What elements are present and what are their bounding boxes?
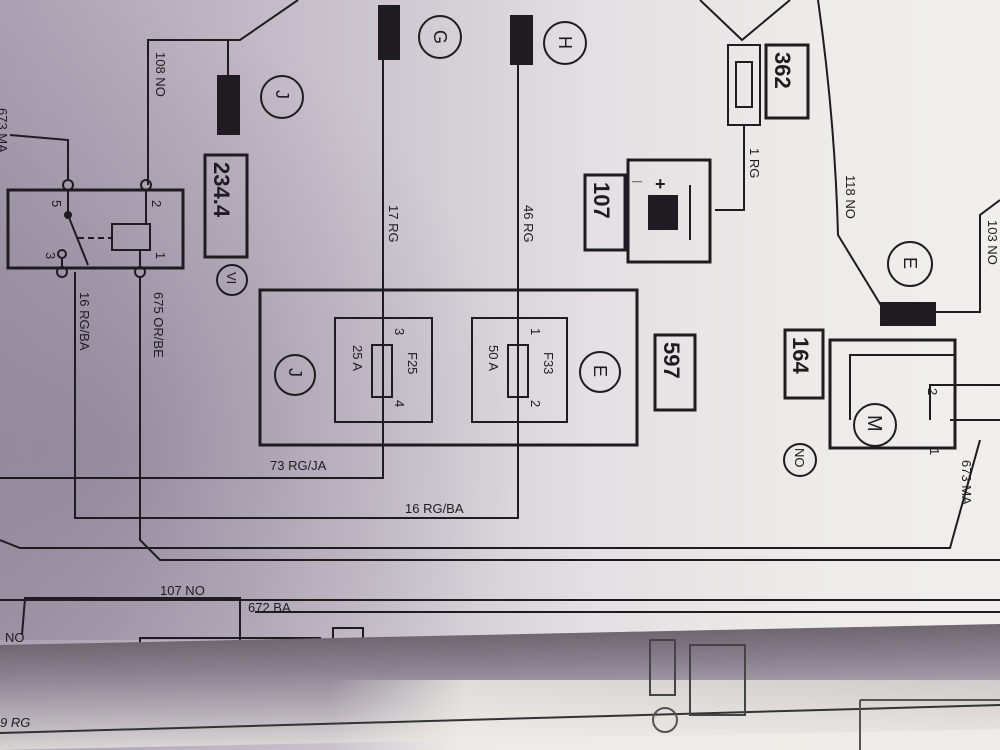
wire-label-107: 107 NO [160,583,205,598]
battery-ref: 107 [589,182,614,219]
motor-pin-1: 1 [927,448,942,455]
f33-pin-in: 1 [528,328,543,335]
motor-ref: 164 [788,337,813,374]
wire-label-16a: 16 RG/BA [77,292,92,351]
wire-label-673a: 673 MA [959,460,974,505]
f33-rating: 50 A [486,345,501,371]
battery-minus: _ [631,164,643,184]
motor-symbol: M [863,415,885,432]
pin-5-label: 5 [49,200,64,207]
connector-h-circle [543,21,587,65]
connector-g-circle [418,15,462,59]
pin-2-label: 2 [149,200,164,207]
battery-plus: + [655,174,666,194]
pin-1-label: 1 [153,252,168,259]
wire-label-9: 9 RG [0,715,30,730]
wire-label-17: 17 RG [386,205,401,243]
battery-107 [626,158,712,264]
relay-ref-label: 234.4 [209,162,234,218]
wire-label-73: 73 RG/JA [270,458,327,473]
f25-name: F25 [405,352,420,374]
fuse-box-597 [258,288,639,447]
wire-label-118: 118 NO [843,175,858,219]
f25-pin-in: 3 [392,328,407,335]
motor-color-code: NO [792,448,807,468]
variant-label: VI [224,272,239,284]
wire-label-46: 46 RG [521,205,536,243]
fuse-box-j-label: J [285,368,305,377]
wire-label-16b: 16 RG/BA [405,501,464,516]
fuse-f33 [471,317,568,423]
relay-ref-box [203,153,249,259]
fuse-box-ref: 597 [659,342,684,379]
connector-j-block [217,75,240,135]
connector-h-label: H [555,36,575,49]
connector-j-label: J [272,90,292,99]
f33-pin-out: 2 [528,400,543,407]
fuse-box-e-label: E [590,365,610,377]
pin-3-label: 3 [43,252,58,259]
wire-label-no: NO [5,630,25,645]
f25-rating: 25 A [350,345,365,371]
wire-label-103: 103 NO [985,220,1000,265]
fuse-f25 [334,317,433,423]
wire-label-108: 108 NO [153,52,168,97]
motor-164 [828,338,957,450]
f25-pin-out: 4 [392,400,407,407]
f33-name: F33 [541,352,556,374]
motor-pin-2: 2 [925,388,940,395]
wire-label-1: 1 RG [747,148,762,178]
connector-e-block [880,302,936,326]
variant-circle [216,264,248,296]
connector-g-block [378,5,400,60]
connector-g-label: G [430,30,450,44]
connector-j-circle [260,75,304,119]
fuse-362-ref: 362 [770,52,795,89]
connector-e-label: E [900,257,920,269]
wire-label-675: 675 OR/BE [151,292,166,358]
wire-label-672: 672 BA [248,600,291,615]
wire-label-673b: 673 MA [0,108,10,153]
connector-h-block [510,15,533,65]
